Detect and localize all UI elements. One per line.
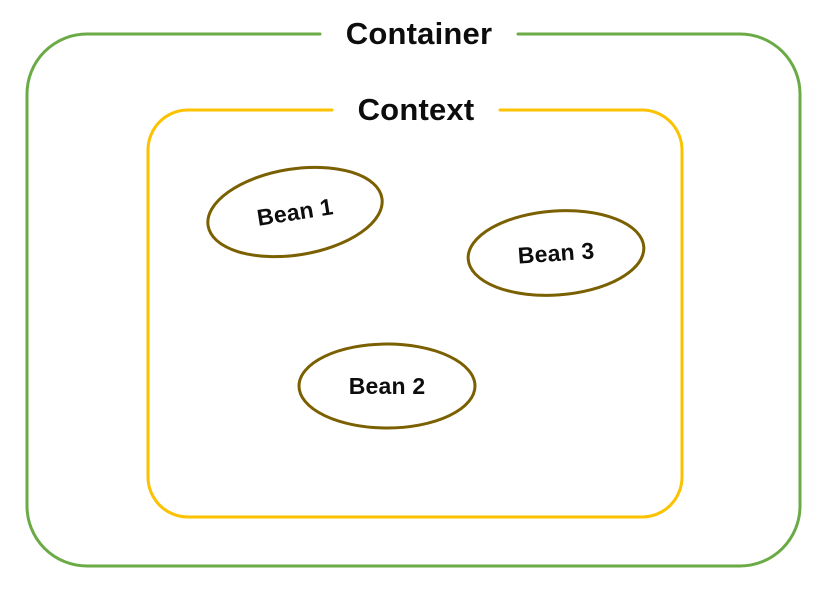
- container-label: Container: [346, 16, 492, 51]
- bean-node[interactable]: Bean 2: [297, 342, 477, 430]
- context-label: Context: [358, 92, 475, 127]
- container-boundary: [25, 32, 802, 568]
- context-boundary: [146, 108, 684, 519]
- bean-node[interactable]: Bean 1: [201, 156, 388, 268]
- bean-group: Bean 1 Bean 2 Bean 3: [201, 156, 646, 430]
- bean-ellipse: [466, 209, 646, 297]
- bean-ellipse: [206, 165, 384, 259]
- bean-label: Bean 2: [349, 373, 426, 399]
- bean-node[interactable]: Bean 3: [465, 205, 646, 301]
- bean-label: Bean 3: [517, 237, 595, 268]
- bean-ellipse: [297, 342, 477, 430]
